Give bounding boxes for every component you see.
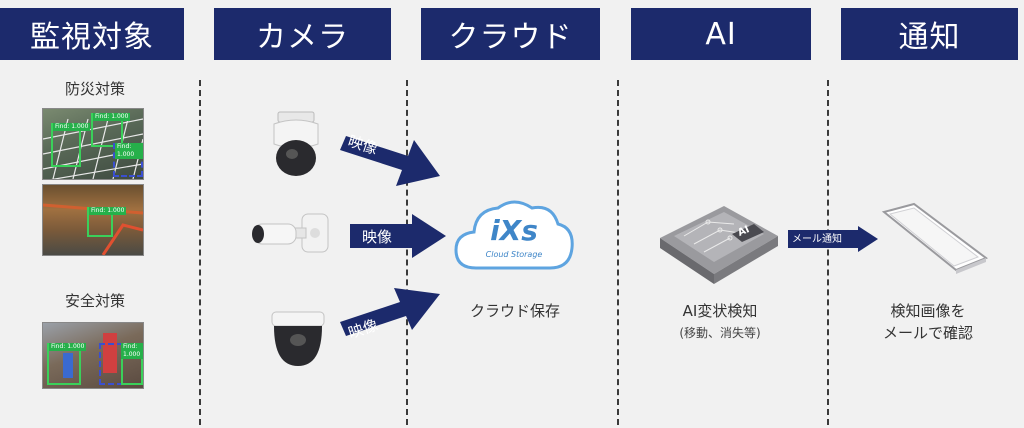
detection-tag: Find: 1.000 bbox=[121, 343, 143, 359]
cloud-storage-caption: クラウド保存 bbox=[469, 302, 560, 320]
video-arrow-1 bbox=[340, 136, 440, 186]
disaster-photo-2: Find: 1.000 bbox=[42, 184, 144, 256]
header-monitor-target: 監視対象 bbox=[0, 8, 184, 60]
detection-tag: Find: 1.000 bbox=[53, 123, 91, 131]
header-notify: 通知 bbox=[841, 8, 1018, 60]
ptz-camera-icon bbox=[273, 111, 319, 176]
detection-tag: Find: 1.000 bbox=[89, 207, 127, 215]
cloud-storage-icon bbox=[454, 200, 574, 270]
video-arrow-2 bbox=[350, 214, 446, 258]
notify-caption-line-1: 検知画像を bbox=[890, 302, 966, 320]
separator-2 bbox=[406, 80, 408, 425]
video-arrow-label-2: 映像 bbox=[362, 228, 393, 246]
header-camera: カメラ bbox=[214, 8, 391, 60]
safety-photo: Find: 1.000 Find: 1.000 bbox=[42, 322, 144, 389]
safety-measures-label: 安全対策 bbox=[64, 292, 125, 310]
header-cloud: クラウド bbox=[421, 8, 600, 60]
cloud-logo-subtext: Cloud Storage bbox=[485, 250, 543, 259]
email-notify-label: メール通知 bbox=[792, 234, 842, 245]
separator-4 bbox=[827, 80, 829, 425]
ai-detection-caption: AI変状検知 bbox=[682, 302, 758, 320]
dome-camera-icon bbox=[271, 311, 325, 366]
disaster-photo-1: Find: 1.000 Find: 1.000 Find: 1.000 bbox=[42, 108, 144, 180]
disaster-prevention-label: 防災対策 bbox=[64, 80, 125, 98]
cloud-logo-text: iXs bbox=[490, 214, 538, 247]
notify-caption-line-2: メールで確認 bbox=[882, 324, 973, 342]
email-notify-arrow bbox=[788, 226, 878, 252]
separator-3 bbox=[617, 80, 619, 425]
ai-chip-icon bbox=[660, 206, 778, 284]
video-arrow-3 bbox=[340, 288, 440, 336]
smartphone-icon bbox=[881, 202, 989, 274]
detection-tag: Find: 1.000 bbox=[115, 143, 143, 159]
ai-detection-subcaption: (移動、消失等) bbox=[679, 326, 761, 340]
detection-tag: Find: 1.000 bbox=[93, 113, 131, 121]
header-ai: AI bbox=[631, 8, 811, 60]
detection-box bbox=[99, 343, 123, 385]
separator-1 bbox=[199, 80, 201, 425]
detection-tag: Find: 1.000 bbox=[49, 343, 87, 351]
bullet-camera-icon bbox=[252, 213, 329, 253]
